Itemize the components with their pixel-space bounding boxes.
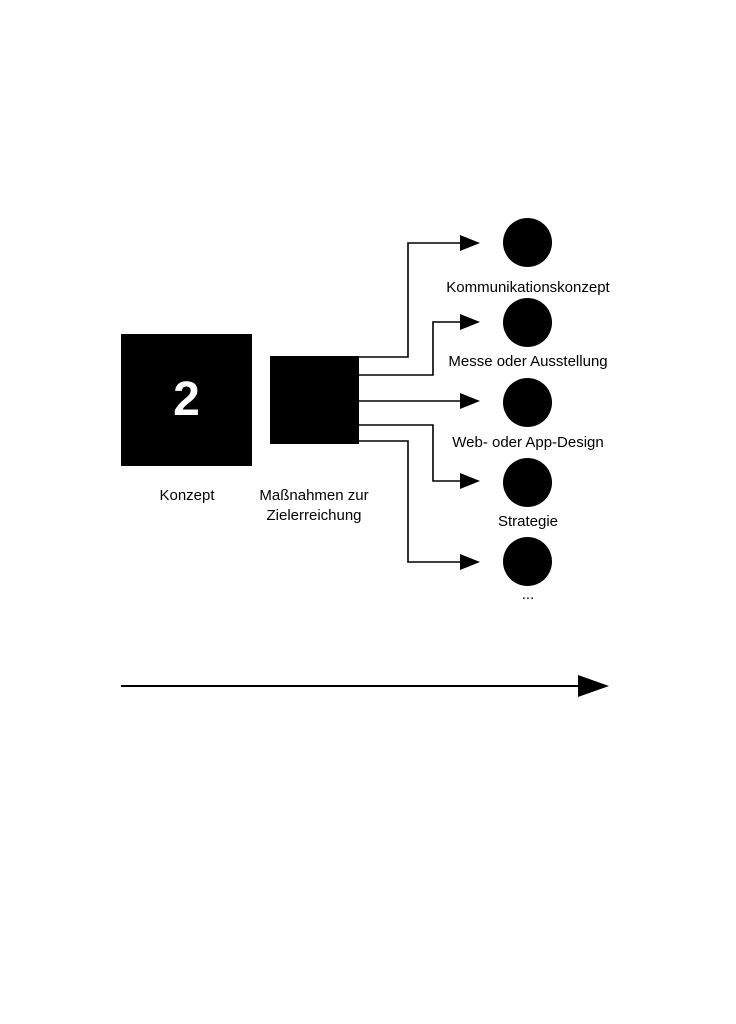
arrowhead-4 bbox=[460, 473, 480, 489]
arrowhead-5 bbox=[460, 554, 480, 570]
output-dot-2 bbox=[503, 298, 552, 347]
output-label-5: ... bbox=[521, 586, 535, 603]
step-label: Konzept bbox=[159, 487, 215, 504]
step-number: 2 bbox=[173, 373, 200, 426]
output-dot-1 bbox=[503, 218, 552, 267]
output-label-1: Kommunikationskonzept bbox=[446, 279, 610, 296]
step-box: 2 bbox=[121, 334, 252, 466]
measures-label-line1: Maßnahmen zur bbox=[259, 487, 369, 504]
output-label-2: Messe oder Ausstellung bbox=[448, 353, 608, 370]
arrowhead-3 bbox=[460, 393, 480, 409]
arrowhead-1 bbox=[460, 235, 480, 251]
output-label-3: Web- oder App-Design bbox=[452, 434, 604, 451]
branch-arrow-1 bbox=[359, 242, 478, 358]
output-dot-4 bbox=[503, 458, 552, 507]
measures-box bbox=[270, 356, 359, 444]
timeline-arrowhead bbox=[578, 675, 609, 697]
branch-arrow-5 bbox=[359, 440, 478, 563]
output-dot-3 bbox=[503, 378, 552, 427]
output-dot-5 bbox=[503, 537, 552, 586]
branch-arrow-4 bbox=[359, 424, 478, 482]
measures-label-line2: Zielerreichung bbox=[266, 507, 362, 524]
branch-arrow-2 bbox=[359, 321, 478, 376]
arrowhead-2 bbox=[460, 314, 480, 330]
output-label-4: Strategie bbox=[497, 513, 559, 530]
